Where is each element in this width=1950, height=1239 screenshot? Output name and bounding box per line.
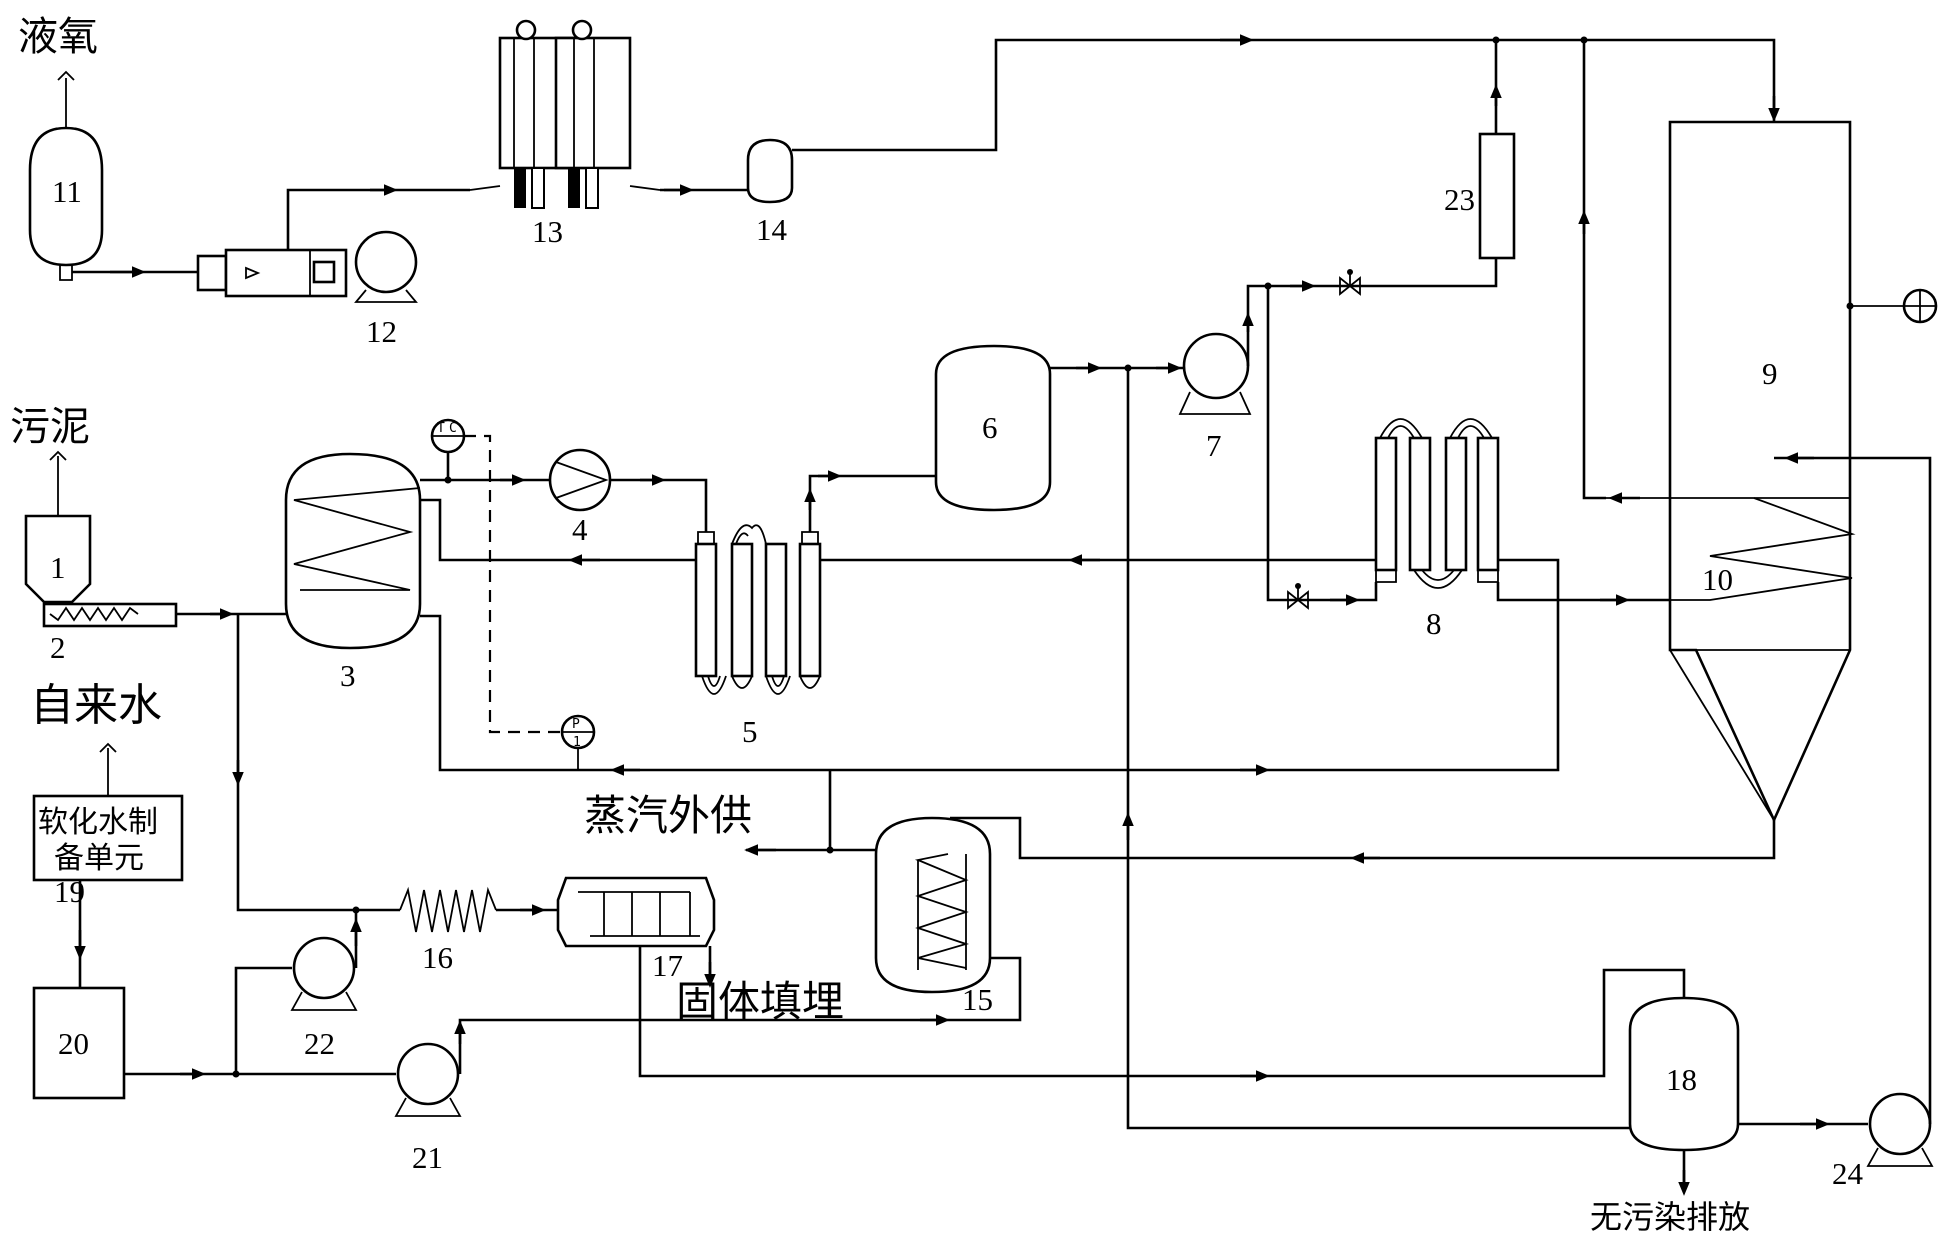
sludge-preheater bbox=[284, 452, 422, 650]
equipment-number: 20 bbox=[58, 1026, 89, 1061]
equipment-number: 5 bbox=[742, 714, 758, 749]
equipment-number: 13 bbox=[532, 214, 563, 249]
equipment-number: 10 bbox=[1702, 562, 1733, 597]
recuperator-group bbox=[1374, 418, 1500, 589]
level-indicator bbox=[1902, 288, 1938, 324]
equipment-number: 14 bbox=[756, 212, 788, 247]
supercritical-reactor bbox=[1668, 120, 1852, 824]
equipment-number: 12 bbox=[366, 314, 397, 349]
feed-tank bbox=[934, 344, 1052, 512]
screw-conveyor bbox=[42, 602, 178, 628]
soft-water-tank bbox=[32, 986, 126, 1100]
heat-exchanger-group bbox=[694, 524, 822, 695]
equipment-number: 9 bbox=[1762, 356, 1778, 391]
text-labels: 液氧 污泥 自来水 软化水制 备单元 蒸汽外供 固体填埋 无污染排放 11 12… bbox=[10, 14, 1864, 1236]
coil-heat-exchanger bbox=[399, 886, 497, 933]
equipment-number: 3 bbox=[340, 658, 356, 693]
liquid-oxygen-label: 液氧 bbox=[18, 14, 98, 60]
oxygen-buffer-vessel bbox=[746, 138, 794, 204]
equipment-number: 6 bbox=[982, 410, 998, 445]
sludge-hopper bbox=[24, 450, 92, 604]
pressure-indicator: P 1 bbox=[560, 714, 596, 750]
recycle-pump bbox=[1866, 1092, 1934, 1167]
feed-water-pump bbox=[290, 936, 358, 1011]
cooling-water-pump bbox=[394, 1042, 462, 1117]
circulation-pump bbox=[1178, 332, 1252, 415]
equipment-number: 23 bbox=[1444, 182, 1475, 217]
equipment-number: 8 bbox=[1426, 606, 1442, 641]
svg-text:1: 1 bbox=[573, 735, 581, 750]
sludge-label: 污泥 bbox=[10, 404, 90, 450]
equipment-number: 7 bbox=[1206, 428, 1222, 463]
pipe-junctions bbox=[232, 36, 1854, 1078]
oxygen-vaporizer bbox=[469, 19, 661, 209]
equipment-number: 22 bbox=[304, 1026, 335, 1061]
water-softening-unit bbox=[32, 742, 184, 882]
equipment-number: 2 bbox=[50, 630, 66, 665]
oxygen-pump-unit bbox=[196, 230, 418, 303]
reactor-cooling-coil bbox=[1606, 497, 1856, 601]
softener-label-line2: 备单元 bbox=[54, 841, 144, 876]
softener-label-line1: 软化水制 bbox=[38, 805, 158, 840]
equipment-number: 1 bbox=[50, 550, 66, 585]
liquid-oxygen-tank bbox=[28, 70, 104, 281]
svg-text:T: T bbox=[437, 421, 445, 436]
svg-text:C: C bbox=[449, 421, 457, 436]
equipment-number: 16 bbox=[422, 940, 453, 975]
piping bbox=[72, 34, 1932, 1196]
high-pressure-pump bbox=[548, 448, 612, 512]
equipment-number: 11 bbox=[52, 174, 82, 209]
solid-separator bbox=[556, 876, 716, 948]
svg-text:P: P bbox=[572, 717, 580, 732]
waste-heat-boiler bbox=[874, 816, 992, 994]
temperature-controller: T C bbox=[430, 418, 466, 454]
steam-supply-label: 蒸汽外供 bbox=[584, 791, 752, 840]
equipment-number: 21 bbox=[412, 1140, 443, 1175]
equipment-number: 17 bbox=[652, 948, 683, 983]
equipment-number: 19 bbox=[54, 874, 85, 909]
equipment-number: 24 bbox=[1832, 1156, 1864, 1191]
tap-water-label: 自来水 bbox=[30, 680, 162, 731]
equipment-number: 4 bbox=[572, 512, 588, 547]
no-pollution-discharge-label: 无污染排放 bbox=[1590, 1198, 1750, 1236]
flowmeter bbox=[1478, 132, 1516, 260]
solid-landfill-label: 固体填埋 bbox=[676, 977, 844, 1026]
equipment-number: 18 bbox=[1666, 1062, 1697, 1097]
equipment-number: 15 bbox=[962, 982, 993, 1017]
